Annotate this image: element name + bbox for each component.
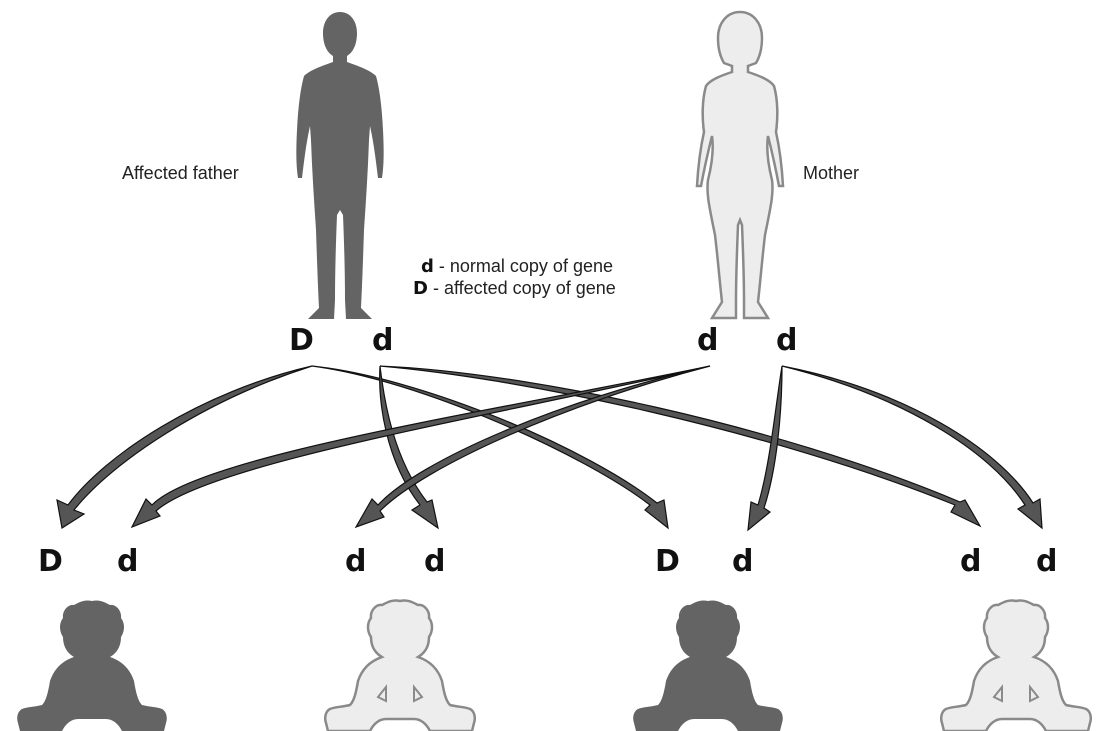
- child3-allele-2: d: [732, 544, 753, 579]
- mother-label: Mother: [803, 163, 859, 183]
- child4-figure: [941, 600, 1091, 731]
- child2-allele-2: d: [424, 544, 445, 579]
- child1-allele-1: D: [38, 544, 63, 579]
- legend-affected-key: D: [413, 278, 428, 299]
- child2-allele-1: d: [345, 544, 366, 579]
- arrow-mother-d-to-child3: [748, 366, 782, 530]
- mother-allele-2: d: [776, 323, 797, 358]
- child3-allele-1: D: [655, 544, 680, 579]
- child4-allele-1: d: [960, 544, 981, 579]
- legend-normal-text: - normal copy of gene: [434, 256, 613, 276]
- arrow-father-D-to-child3: [312, 366, 668, 528]
- father-allele-1: D: [289, 323, 314, 358]
- legend-normal-key: d: [421, 256, 434, 277]
- arrow-mother-d-to-child4: [782, 366, 1042, 528]
- mother-figure: [697, 12, 783, 318]
- legend-affected-row: D - affected copy of gene: [413, 278, 616, 299]
- father-figure: [296, 12, 383, 319]
- inheritance-arrows: [57, 366, 1042, 530]
- arrow-father-D-to-child1: [57, 366, 312, 528]
- mother-allele-1: d: [697, 323, 718, 358]
- child1-figure: [17, 600, 167, 731]
- legend: d - normal copy of gene D - affected cop…: [413, 256, 616, 299]
- father-allele-2: d: [372, 323, 393, 358]
- child3-figure: [633, 600, 783, 731]
- child2-figure: [325, 600, 475, 731]
- legend-normal-row: d - normal copy of gene: [421, 256, 613, 277]
- child1-allele-2: d: [117, 544, 138, 579]
- father-label: Affected father: [122, 163, 239, 183]
- child4-allele-2: d: [1036, 544, 1057, 579]
- legend-affected-text: - affected copy of gene: [428, 278, 616, 298]
